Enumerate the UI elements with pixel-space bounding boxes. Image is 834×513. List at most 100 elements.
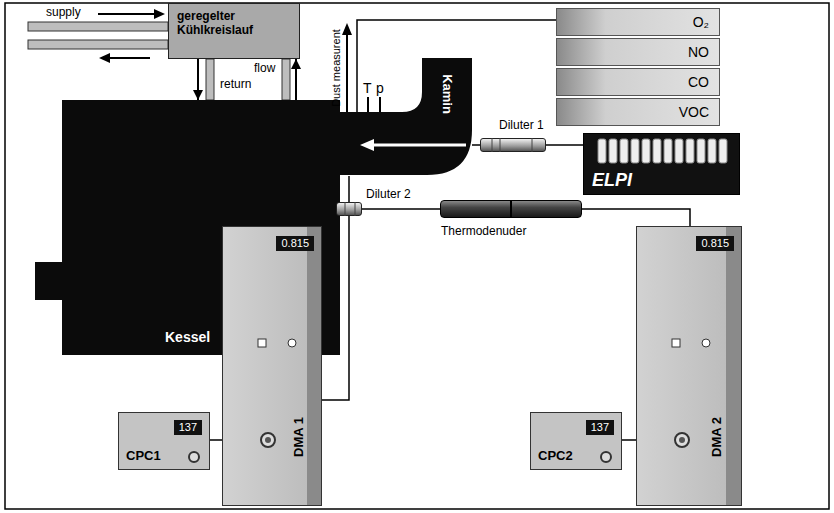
dust-arrowhead	[342, 23, 352, 35]
device-label: Kessel	[165, 329, 210, 345]
text-slot: Kessel	[165, 329, 210, 345]
figure-part	[620, 139, 628, 163]
gas-name: VOC	[679, 104, 709, 120]
pipe-connector	[472, 144, 480, 146]
text-slot: Kamin	[440, 74, 455, 114]
text-slot: 137	[586, 420, 614, 435]
cpc-port	[601, 452, 611, 462]
text-slot: p	[376, 80, 384, 96]
text-slot: geregelter Kühlkreislauf	[177, 10, 291, 38]
gas-name: O₂	[693, 14, 709, 30]
text-slot: DMA 1	[292, 417, 307, 457]
text-slot: return	[220, 78, 251, 92]
cpc-port	[189, 452, 199, 462]
device-label: DMA 2	[710, 417, 725, 457]
display-value: 137	[586, 420, 614, 435]
edge-label: flow	[254, 62, 275, 76]
text-slot: Thermodenuder	[441, 225, 526, 239]
gas-analyzer-channel: O₂	[556, 8, 720, 36]
dma-port	[288, 339, 296, 347]
figure-part	[609, 139, 617, 163]
flow-pipe	[282, 59, 290, 100]
device-label: ELPI	[592, 170, 632, 191]
diluter-ring	[355, 202, 356, 216]
dma-inlet	[672, 339, 680, 347]
return-pipe	[206, 59, 214, 100]
pipe-connector	[210, 439, 222, 441]
text-slot: O₂	[693, 14, 709, 30]
return-arrowhead	[99, 53, 110, 63]
supply-arrowhead	[154, 9, 165, 19]
supply-pipe	[28, 22, 168, 31]
figure-part	[653, 139, 661, 163]
pipe-connector	[295, 59, 297, 100]
text-slot: supply	[46, 6, 81, 20]
diluter-ring	[532, 138, 533, 152]
text-slot: Diluter 2	[366, 188, 411, 202]
pressure-probe	[379, 97, 381, 112]
display-value: 137	[174, 420, 202, 435]
temperature-probe	[367, 97, 369, 112]
chimney-body: Kamin	[340, 58, 472, 176]
dma-outlet	[265, 437, 271, 443]
device-label: DMA 1	[292, 417, 307, 457]
figure-part	[719, 139, 727, 163]
diluter-body: Diluter 2	[336, 202, 362, 216]
diluter-ring	[500, 138, 501, 152]
figure-part	[642, 139, 650, 163]
box-title: geregelter Kühlkreislauf	[177, 10, 291, 38]
supply-arrow	[98, 13, 156, 15]
cooling-circuit-box: geregelter Kühlkreislauf	[168, 3, 300, 59]
device-label: CPC2	[538, 449, 573, 464]
pipe-connector	[197, 59, 199, 100]
text-slot: 0.815	[696, 236, 734, 251]
figure-part	[697, 139, 705, 163]
text-slot: ELPI	[592, 170, 632, 191]
device-label: Diluter 1	[499, 119, 544, 133]
pipe-connector	[546, 144, 583, 146]
probe-arrow	[372, 144, 466, 147]
pipe-connector	[622, 439, 636, 441]
diluter-body: Diluter 1	[480, 138, 546, 152]
device-label: Diluter 2	[366, 188, 411, 202]
text-slot: CPC1	[126, 449, 161, 464]
dma-instrument: 0.815DMA 1	[222, 226, 322, 506]
gas-name: NO	[688, 44, 709, 60]
edge-label: return	[220, 78, 251, 92]
sensor-label: T	[363, 80, 372, 96]
figure-part	[708, 139, 716, 163]
gas-analyzer-channel: VOC	[556, 98, 720, 126]
figure-part	[686, 139, 694, 163]
measurement-label: Dust measurent	[330, 29, 343, 107]
impactor-stages	[598, 139, 727, 163]
dma-port	[702, 339, 710, 347]
text-slot: flow	[254, 62, 275, 76]
dust-arrow	[346, 34, 348, 112]
pipe-connector	[348, 176, 350, 202]
figure-frame	[5, 3, 829, 509]
text-slot: CO	[688, 74, 709, 90]
probe-arrowhead	[360, 139, 374, 151]
text-slot: CPC2	[538, 449, 573, 464]
denuder-joint	[510, 200, 512, 218]
gas-name: CO	[688, 74, 709, 90]
text-slot: Dust measurent	[330, 29, 343, 107]
dma-outlet	[675, 433, 689, 447]
display-value: 0.815	[696, 236, 734, 251]
text-slot: 0.815	[276, 236, 314, 251]
figure-part	[664, 139, 672, 163]
text-slot: T	[363, 80, 372, 96]
display-value: 0.815	[276, 236, 314, 251]
shape-fill	[340, 58, 472, 175]
sensor-label: p	[376, 80, 384, 96]
device-label: Thermodenuder	[441, 225, 526, 239]
device-label: CPC1	[126, 449, 161, 464]
text-slot: VOC	[679, 104, 709, 120]
flow-label: supply	[46, 6, 81, 20]
diluter-ring	[492, 138, 493, 152]
pipe-connector	[362, 208, 440, 210]
device-label: Kamin	[440, 74, 455, 114]
gas-analyzer-channel: CO	[556, 68, 720, 96]
dma-instrument: 0.815DMA 2	[636, 226, 742, 506]
